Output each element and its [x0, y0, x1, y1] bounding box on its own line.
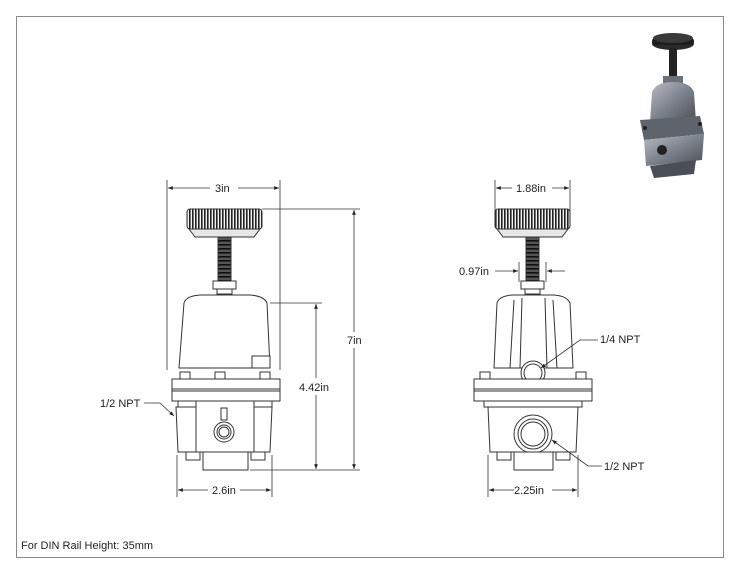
dim-side-stem-width: 0.97in	[459, 266, 489, 278]
side-stem	[525, 236, 540, 282]
label-side-bottom-port: 1/2 NPT	[604, 461, 645, 473]
front-knob	[186, 208, 263, 238]
dim-front-overall-height: 7in	[347, 335, 362, 347]
side-bonnet	[493, 294, 574, 369]
dim-side-knob-width: 1.88in	[516, 183, 546, 195]
dim-front-base-width: 2.6in	[212, 485, 236, 497]
front-view	[171, 208, 281, 471]
side-view	[473, 208, 593, 471]
drawing-frame	[16, 16, 724, 558]
front-bonnet	[178, 294, 271, 369]
footer-note: For DIN Rail Height: 35mm	[21, 540, 154, 552]
regulator-3d-render-icon	[640, 33, 704, 178]
front-stem	[217, 236, 232, 282]
side-knob	[494, 208, 571, 238]
front-dimensions	[144, 180, 360, 497]
side-dimensions	[487, 180, 602, 497]
dim-side-base-width: 2.25in	[514, 485, 544, 497]
dim-front-width: 3in	[215, 183, 230, 195]
dim-front-body-height: 4.42in	[299, 382, 329, 394]
label-side-top-port: 1/4 NPT	[600, 334, 641, 346]
label-front-port: 1/2 NPT	[100, 398, 141, 410]
